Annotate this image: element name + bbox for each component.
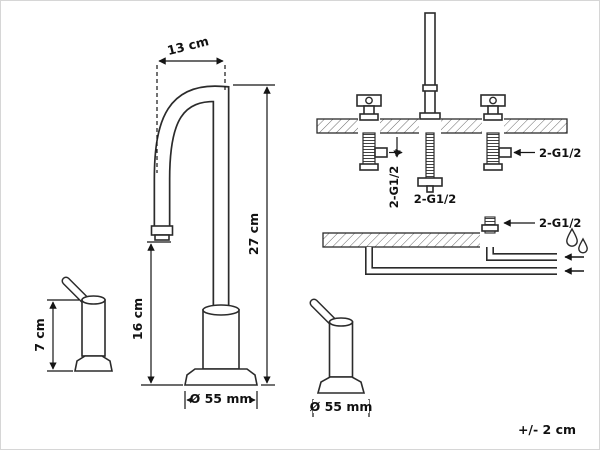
dim-handle-height: 7 cm [32,299,79,372]
dim-handle-base-diameter: Ø 55 mm [310,399,373,417]
dim-spout-height: 16 cm [130,241,183,386]
dim-handle-height-label: 7 cm [32,318,47,351]
dim-total-height-label: 27 cm [246,213,261,255]
faucet-nozzle [150,225,174,236]
install-right-valve [480,94,512,171]
left-handle-drawing [61,276,113,372]
install-top-view: 2-G1/2 2-G1/2 2-G1/2 [316,12,581,208]
faucet-body [202,309,240,370]
install-center-pipe [417,12,443,193]
install-bottom-view: 2-G1/2 [322,216,588,275]
supply-pipes [365,247,584,275]
supply-thread-label: 2-G1/2 [539,216,581,230]
dim-faucet-base-diameter-label: Ø 55 mm [190,391,253,406]
dim-handle-base-diameter-label: Ø 55 mm [310,399,373,414]
countertop-section [316,118,568,134]
right-handle-base [316,376,366,394]
left-handle-base [74,355,113,372]
tolerance-note: +/- 2 cm [518,422,576,437]
right-handle-body [328,321,354,378]
dim-faucet-base-diameter: Ø 55 mm [184,391,258,409]
install-supply-fitting [481,216,499,234]
faucet-body-cap [202,304,240,316]
install-right-thread: 2-G1/2 [513,146,581,160]
install-supply-thread: 2-G1/2 [503,216,581,230]
install-left-valve [356,94,403,171]
center-thread-label: 2-G1/2 [414,192,456,206]
riser-thread-label: 2-G1/2 [387,166,401,208]
install-riser-thread: 2-G1/2 [387,137,401,208]
right-thread-label: 2-G1/2 [539,146,581,160]
dim-spout-reach-label: 13 cm [166,33,211,58]
water-drops-icon [566,227,588,254]
left-handle-body [81,299,106,357]
faucet-nozzle-tip [154,234,170,241]
dim-spout-height-label: 16 cm [130,298,145,340]
faucet-base [184,368,258,386]
right-handle-drawing [309,298,366,394]
dim-total-height: 27 cm [233,84,275,386]
countertop-section-2 [322,232,500,248]
faucet-drawing [150,85,258,386]
